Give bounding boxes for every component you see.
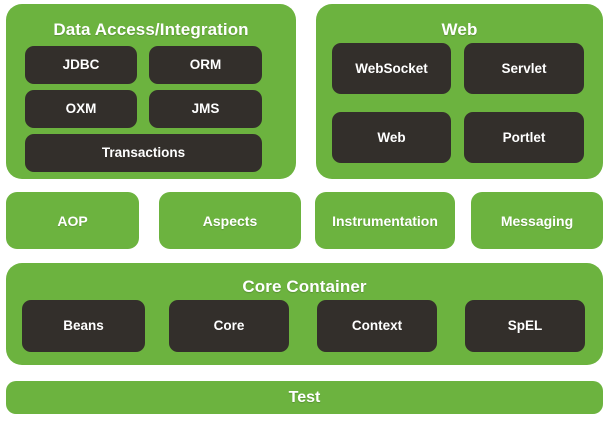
module-messaging[interactable]: Messaging xyxy=(471,192,603,249)
layer-test[interactable]: Test xyxy=(6,381,603,414)
module-oxm[interactable]: OXM xyxy=(25,90,137,128)
layer-core-container-title: Core Container xyxy=(242,277,367,296)
module-beans[interactable]: Beans xyxy=(22,300,145,352)
module-aop[interactable]: AOP xyxy=(6,192,139,249)
module-context[interactable]: Context xyxy=(317,300,437,352)
module-websocket[interactable]: WebSocket xyxy=(332,43,451,94)
layer-data-access-integration-title: Data Access/Integration xyxy=(53,20,249,39)
module-spel[interactable]: SpEL xyxy=(465,300,585,352)
module-web[interactable]: Web xyxy=(332,112,451,163)
module-portlet[interactable]: Portlet xyxy=(464,112,584,163)
module-servlet[interactable]: Servlet xyxy=(464,43,584,94)
module-jms[interactable]: JMS xyxy=(149,90,262,128)
layer-web-title: Web xyxy=(441,20,478,39)
module-orm[interactable]: ORM xyxy=(149,46,262,84)
module-core[interactable]: Core xyxy=(169,300,289,352)
module-aspects[interactable]: Aspects xyxy=(159,192,301,249)
module-jdbc[interactable]: JDBC xyxy=(25,46,137,84)
module-instrumentation[interactable]: Instrumentation xyxy=(315,192,455,249)
module-transactions[interactable]: Transactions xyxy=(25,134,262,172)
